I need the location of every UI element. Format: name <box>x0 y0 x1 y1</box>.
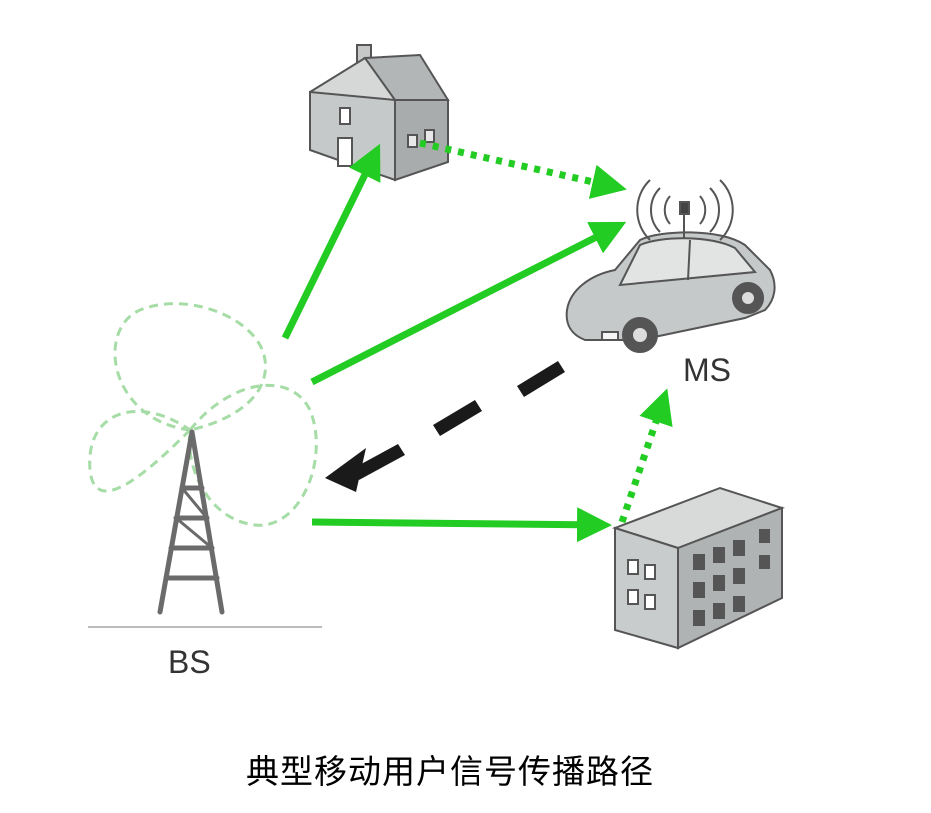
signal-paths <box>281 143 627 543</box>
reflected-paths <box>419 139 673 524</box>
radiation-lobes <box>88 302 318 527</box>
car-icon <box>565 201 776 353</box>
blocked-path <box>325 361 565 492</box>
bs-label: BS <box>168 644 211 680</box>
path-house-to-ms <box>419 139 627 199</box>
path-bs-to-building <box>311 507 612 543</box>
building-icon <box>611 486 786 650</box>
antenna-waves-icon <box>636 179 734 241</box>
house-icon <box>309 44 450 182</box>
path-bs-to-ms <box>310 221 627 386</box>
path-building-to-ms <box>618 388 673 524</box>
tower-icon <box>157 429 225 615</box>
path-bs-to-house <box>281 143 381 340</box>
figure-caption: 典型移动用户信号传播路径 <box>246 752 654 791</box>
ms-label: MS <box>683 352 731 388</box>
